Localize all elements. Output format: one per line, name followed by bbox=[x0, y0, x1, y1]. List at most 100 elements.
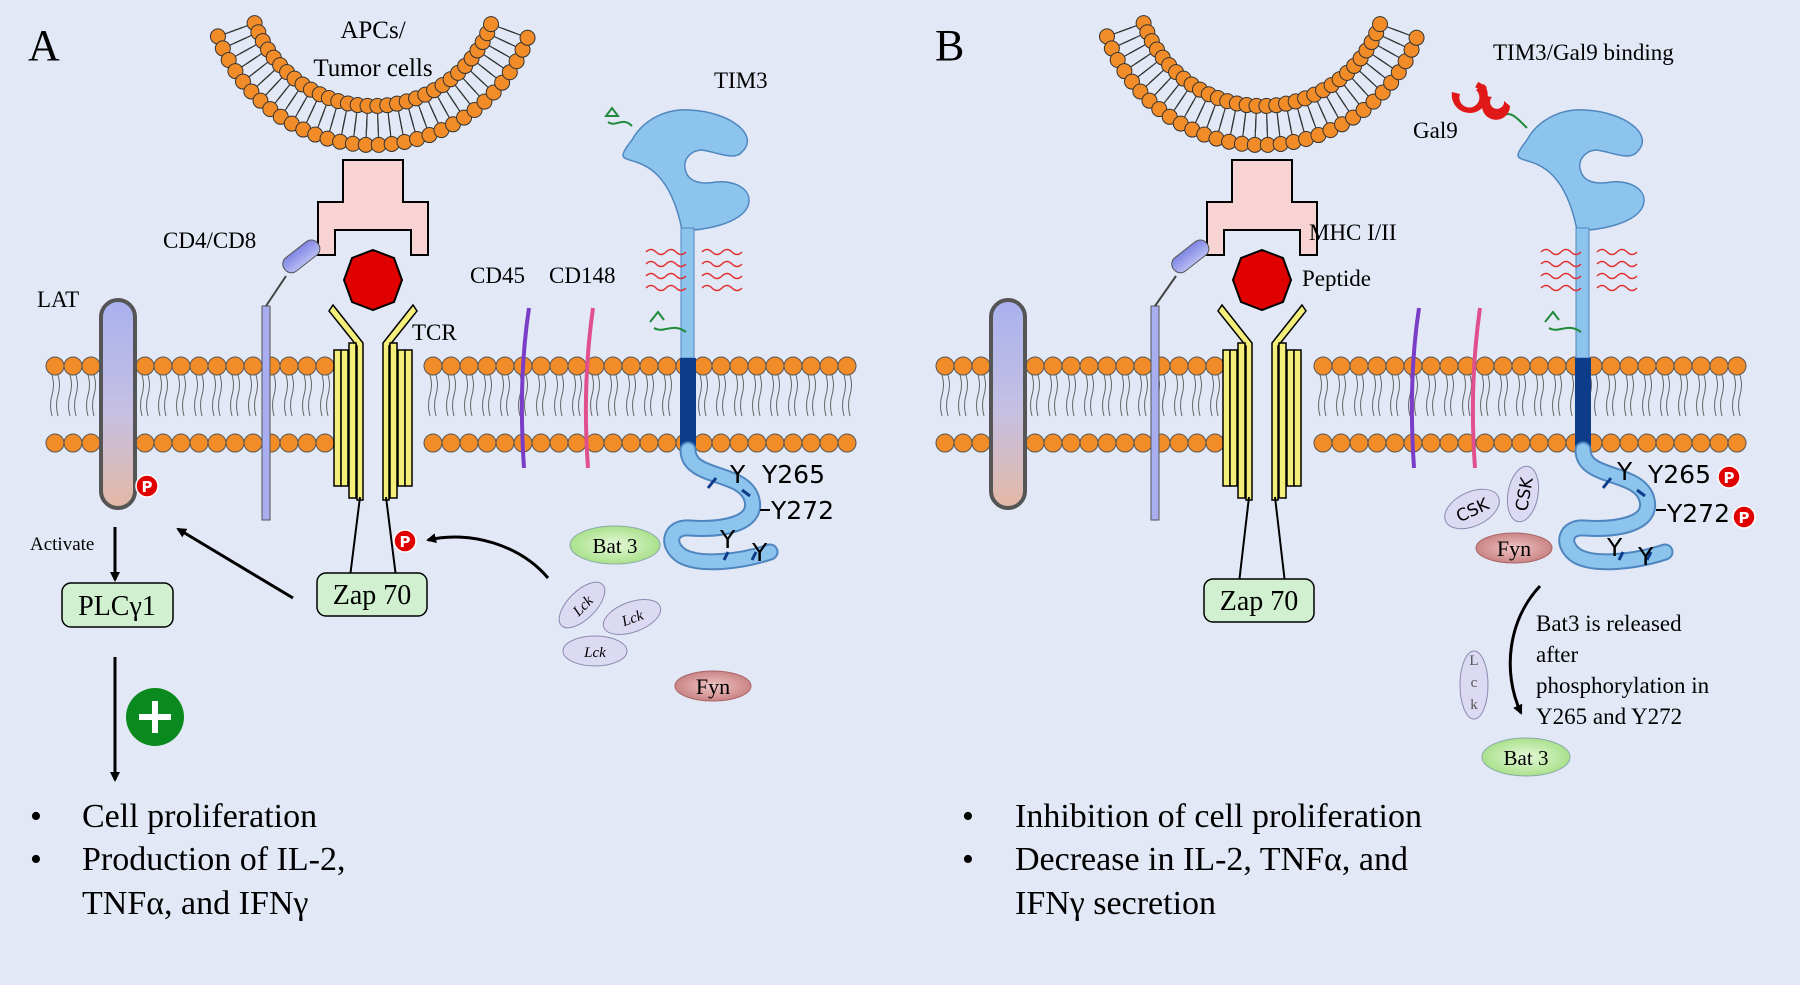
csk-2: CSK bbox=[1506, 465, 1540, 523]
cd148-molecule bbox=[583, 307, 595, 469]
release-note: Bat3 is released after phosphorylation i… bbox=[1536, 611, 1710, 729]
outcome-b-3: IFNγ secretion bbox=[1015, 885, 1216, 922]
cd45-molecule-b bbox=[1409, 307, 1421, 469]
glycan-lower-a bbox=[649, 310, 687, 333]
outcome-a-2: Production of IL-2, bbox=[82, 841, 345, 878]
svg-text:phosphorylation in: phosphorylation in bbox=[1536, 673, 1710, 698]
tim3-receptor bbox=[622, 109, 779, 571]
outcome-b-2: Decrease in IL-2, TNFα, and bbox=[1015, 841, 1408, 878]
binding-title: TIM3/Gal9 binding bbox=[1493, 40, 1674, 65]
panel-b: B TIM3/Gal9 binding MHC I/II Peptide bbox=[935, 21, 1756, 922]
outcome-a-3: TNFα, and IFNγ bbox=[82, 885, 308, 922]
peptide bbox=[342, 248, 404, 312]
cd45-molecule bbox=[519, 307, 531, 469]
mucin-waves-a bbox=[645, 248, 743, 292]
outcomes-b: • Inhibition of cell proliferation • Dec… bbox=[962, 798, 1422, 922]
lck-b: L c k bbox=[1459, 650, 1489, 720]
svg-text:Bat 3: Bat 3 bbox=[1504, 746, 1549, 770]
apc-membrane-a bbox=[209, 15, 536, 153]
outcomes-a: • Cell proliferation • Production of IL-… bbox=[30, 798, 345, 922]
svg-text:Bat3 is released: Bat3 is released bbox=[1536, 611, 1682, 636]
tcr-complex-b bbox=[1217, 303, 1307, 584]
tyrosine-b2: Y bbox=[1606, 533, 1623, 562]
cd45-label: CD45 bbox=[470, 263, 525, 288]
phospho-badge-zap: P bbox=[393, 529, 417, 553]
svg-text:P: P bbox=[142, 478, 153, 496]
peptide-b bbox=[1231, 248, 1293, 312]
cd4cd8-head bbox=[282, 239, 321, 274]
lat-protein-b bbox=[989, 298, 1027, 510]
y265-label-b: Y265 bbox=[1647, 460, 1711, 489]
csk-1: CSK bbox=[1444, 488, 1500, 530]
cd4cd8-stalk bbox=[261, 305, 271, 521]
outcome-a-1: Cell proliferation bbox=[82, 798, 317, 835]
lck-3: Lck bbox=[562, 635, 628, 667]
svg-text:Zap 70: Zap 70 bbox=[333, 580, 412, 611]
phospho-badge-y265: P bbox=[1717, 465, 1741, 489]
svg-text:after: after bbox=[1536, 642, 1578, 667]
svg-text:PLCγ1: PLCγ1 bbox=[78, 591, 156, 622]
peptide-label: Peptide bbox=[1302, 266, 1371, 291]
svg-text:c: c bbox=[1471, 675, 1478, 691]
tyrosine-a2: Y bbox=[719, 525, 736, 554]
y265-label-a: Y265 bbox=[761, 460, 825, 489]
gal9-ligand bbox=[1451, 81, 1510, 120]
fyn-a: Fyn bbox=[674, 670, 752, 702]
fyn-b: Fyn bbox=[1475, 532, 1553, 564]
bullet-glyph: • bbox=[30, 798, 42, 835]
svg-text:P: P bbox=[1724, 469, 1735, 487]
zap70-a: Zap 70 bbox=[316, 572, 428, 617]
lat-protein bbox=[99, 298, 137, 510]
svg-text:L: L bbox=[1469, 653, 1478, 669]
svg-text:Bat 3: Bat 3 bbox=[593, 534, 638, 558]
apc-label-line2: Tumor cells bbox=[313, 55, 432, 82]
svg-text:Lck: Lck bbox=[619, 608, 646, 631]
tyrosine-b3: Y bbox=[1637, 542, 1654, 571]
bat3-a: Bat 3 bbox=[569, 525, 661, 565]
arrow-zap-lat bbox=[176, 527, 294, 600]
glycan-top-a bbox=[604, 106, 633, 127]
activation-plus-icon bbox=[126, 688, 184, 746]
tim3-receptor-b bbox=[1517, 109, 1674, 571]
zap70-b: Zap 70 bbox=[1203, 578, 1315, 623]
mhc-molecule bbox=[317, 159, 429, 256]
cell-membrane-a bbox=[45, 356, 857, 453]
lck-2: Lck bbox=[602, 599, 662, 635]
mucin-waves-b bbox=[1540, 248, 1638, 292]
phospho-badge-y272: P bbox=[1732, 505, 1756, 529]
mhc-molecule-b bbox=[1206, 159, 1318, 256]
lat-label: LAT bbox=[37, 287, 79, 312]
cd4cd8-stalk-b bbox=[1150, 305, 1160, 521]
tyrosine-a3: Y bbox=[751, 538, 768, 567]
activate-label: Activate bbox=[30, 534, 94, 555]
cd148-molecule-b bbox=[1470, 307, 1482, 469]
panel-a: A APCs/ Tumor cells TCR CD4/CD8 LAT bbox=[28, 17, 834, 922]
tcr-label: TCR bbox=[412, 320, 457, 345]
arrow-lck-zap bbox=[426, 533, 550, 579]
glycan-lower-b bbox=[1544, 310, 1582, 333]
svg-text:P: P bbox=[400, 533, 411, 551]
cd4cd8-label: CD4/CD8 bbox=[163, 228, 256, 253]
plc-gamma1: PLCγ1 bbox=[61, 582, 174, 628]
apc-membrane-b bbox=[1098, 15, 1425, 153]
svg-text:Y265 and Y272: Y265 and Y272 bbox=[1536, 704, 1682, 729]
bat3-b: Bat 3 bbox=[1481, 737, 1571, 777]
mhc-label: MHC I/II bbox=[1309, 220, 1397, 245]
apc-label-line1: APCs/ bbox=[340, 17, 405, 44]
tcr-complex bbox=[328, 303, 418, 578]
bullet-glyph: • bbox=[962, 798, 974, 835]
bullet-glyph: • bbox=[30, 841, 42, 878]
lck-1: Lck bbox=[558, 581, 606, 629]
tyrosine-b1: Y bbox=[1616, 457, 1633, 486]
panel-b-letter: B bbox=[935, 21, 964, 70]
svg-text:Fyn: Fyn bbox=[696, 674, 730, 699]
panel-a-letter: A bbox=[28, 21, 60, 70]
svg-text:k: k bbox=[1470, 697, 1478, 713]
tim3-label: TIM3 bbox=[714, 68, 768, 93]
cd4cd8-head-b bbox=[1171, 239, 1210, 274]
svg-text:Fyn: Fyn bbox=[1497, 536, 1531, 561]
svg-text:Zap 70: Zap 70 bbox=[1220, 586, 1299, 617]
bullet-glyph: • bbox=[962, 841, 974, 878]
cd148-label: CD148 bbox=[549, 263, 615, 288]
